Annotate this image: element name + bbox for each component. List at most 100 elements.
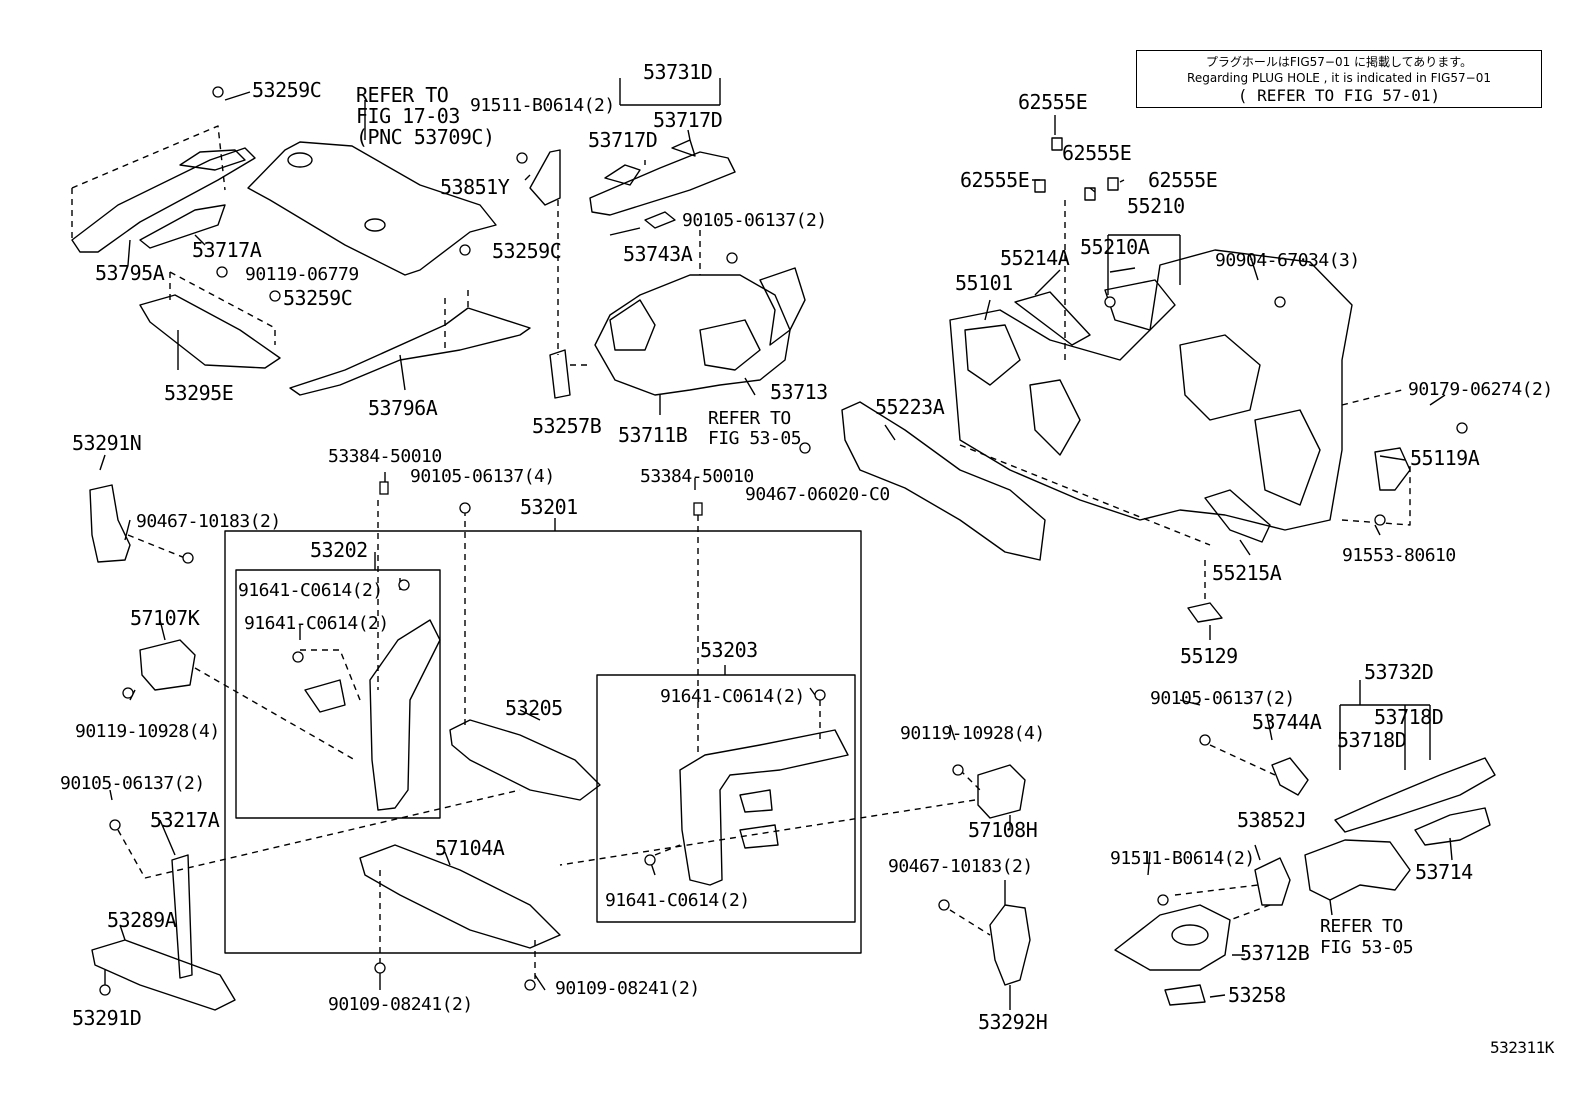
callout-53384-50010-b: 53384-50010: [640, 466, 754, 487]
callout-53259C-c: 53259C: [283, 286, 353, 310]
part-62555E-a: [1051, 137, 1063, 151]
part-53852J: [1254, 857, 1291, 906]
part-55129: [1187, 602, 1223, 623]
callout-refer-fig: FIG 17-03: [356, 104, 460, 128]
assembly-frame-53201: [224, 530, 862, 954]
callout-53203: 53203: [700, 638, 758, 662]
part-62555E-c: [1084, 187, 1096, 201]
callout-55101: 55101: [955, 271, 1013, 295]
callout-53217A: 53217A: [150, 808, 220, 832]
callout-90119-10928: 90119-10928(4): [75, 721, 220, 742]
part-53732D: [1334, 757, 1496, 833]
callout-55215A: 55215A: [1212, 561, 1282, 585]
callout-90467-10183: 90467-10183(2): [136, 511, 281, 532]
callout-53295E: 53295E: [164, 381, 234, 405]
callout-57107K: 57107K: [130, 606, 200, 630]
callout-55129: 55129: [1180, 644, 1238, 668]
callout-90109-08241-b: 90109-08241(2): [555, 978, 700, 999]
part-53744A: [1271, 757, 1309, 796]
callout-refer-to-53-05: REFER TO: [708, 408, 791, 429]
part-53851Y: [529, 149, 561, 206]
callout-refer-to-53-05-b: REFER TO: [1320, 916, 1403, 937]
callout-55210A: 55210A: [1080, 235, 1150, 259]
callout-53717D-b: 53717D: [588, 128, 658, 152]
note-line-1: プラグホールはFIG57−01 に掲載してあります。: [1205, 55, 1473, 69]
callout-refer-fig-53-05-b: FIG 53-05: [1320, 937, 1414, 958]
part-53795A: [71, 147, 256, 253]
callout-90119-06779: 90119-06779: [245, 264, 359, 285]
callout-90119-10928-b: 90119-10928(4): [900, 723, 1045, 744]
callout-53289A: 53289A: [107, 908, 177, 932]
callout-90467-10183-b: 90467-10183(2): [888, 856, 1033, 877]
callout-91641-c0614-c: 91641-C0614(2): [660, 686, 805, 707]
part-53202: [369, 619, 441, 811]
part-53743A: [644, 211, 676, 229]
callout-53259C-b: 53259C: [492, 239, 562, 263]
note-line-3: ( REFER TO FIG 57-01): [1237, 86, 1441, 105]
part-53291N: [89, 484, 131, 563]
part-57104A: [359, 844, 561, 949]
part-dash-panel-55101: [949, 249, 1353, 531]
callout-53851Y: 53851Y: [440, 175, 510, 199]
callout-91511-b0614-b: 91511-B0614(2): [1110, 848, 1255, 869]
callout-53257B: 53257B: [532, 414, 602, 438]
callout-55210: 55210: [1127, 194, 1185, 218]
callout-53205: 53205: [505, 696, 563, 720]
callout-90105-06137: 90105-06137(2): [682, 210, 827, 231]
callout-55214A: 55214A: [1000, 246, 1070, 270]
callout-refer-pnc: (PNC 53709C): [356, 125, 495, 149]
callout-53744A: 53744A: [1252, 710, 1322, 734]
part-62555E-b: [1034, 179, 1046, 193]
callout-53718D: 53718D: [1374, 705, 1444, 729]
callout-55223A: 55223A: [875, 395, 945, 419]
part-53712B: [1114, 904, 1231, 971]
fasteners: [99, 86, 1468, 996]
assembly-frame-53202: [235, 569, 441, 819]
callout-53384-50010: 53384-50010: [328, 446, 442, 467]
callout-90904-67034: 90904-67034(3): [1215, 250, 1360, 271]
callout-53796A: 53796A: [368, 396, 438, 420]
part-53796A: [289, 307, 531, 396]
callout-53711B: 53711B: [618, 423, 688, 447]
part-53295E: [139, 294, 281, 369]
note-line-2: Regarding PLUG HOLE , it is indicated in…: [1187, 71, 1491, 85]
callout-90179-06274: 90179-06274(2): [1408, 379, 1553, 400]
callout-91641-c0614-b: 91641-C0614(2): [244, 613, 389, 634]
callout-53202: 53202: [310, 538, 368, 562]
callout-90105-06137-4: 90105-06137(4): [410, 466, 555, 487]
callout-53713: 53713: [770, 380, 828, 404]
part-55119A: [1374, 447, 1411, 491]
callout-53291N: 53291N: [72, 431, 142, 455]
callout-53718D-b: 53718D: [1337, 728, 1407, 752]
diagram-id: 532311K: [1490, 1038, 1554, 1057]
assembly-frame-53203: [596, 674, 856, 923]
callout-90105-06137-d: 90105-06137(2): [1150, 688, 1295, 709]
callout-62555E: 62555E: [1018, 90, 1088, 114]
callout-55119A: 55119A: [1410, 446, 1480, 470]
part-53257B: [549, 349, 571, 399]
callout-53291D: 53291D: [72, 1006, 142, 1030]
callout-53712B: 53712B: [1240, 941, 1310, 965]
callout-53292H: 53292H: [978, 1010, 1048, 1034]
part-53714: [1414, 807, 1491, 846]
callout-53714: 53714: [1415, 860, 1473, 884]
callout-91553-80610: 91553-80610: [1342, 545, 1456, 566]
callout-91641-c0614-d: 91641-C0614(2): [605, 890, 750, 911]
callout-62555E-d: 62555E: [1148, 168, 1218, 192]
part-57108H: [977, 764, 1026, 819]
callout-91511-b0614: 91511-B0614(2): [470, 95, 615, 116]
part-53713: [759, 267, 806, 346]
callout-refer-to: REFER TO: [356, 83, 449, 107]
part-53203: [679, 729, 849, 886]
callout-53258: 53258: [1228, 983, 1286, 1007]
callout-91641-c0614: 91641-C0614(2): [238, 580, 383, 601]
part-53217A: [171, 854, 193, 979]
callout-53743A: 53743A: [623, 242, 693, 266]
callout-53795A: 53795A: [95, 261, 165, 285]
callout-62555E-b: 62555E: [1062, 141, 1132, 165]
callout-90109-08241: 90109-08241(2): [328, 994, 473, 1015]
callout-53732D: 53732D: [1364, 660, 1434, 684]
callout-62555E-c: 62555E: [960, 168, 1030, 192]
part-62555E-d: [1107, 177, 1119, 191]
